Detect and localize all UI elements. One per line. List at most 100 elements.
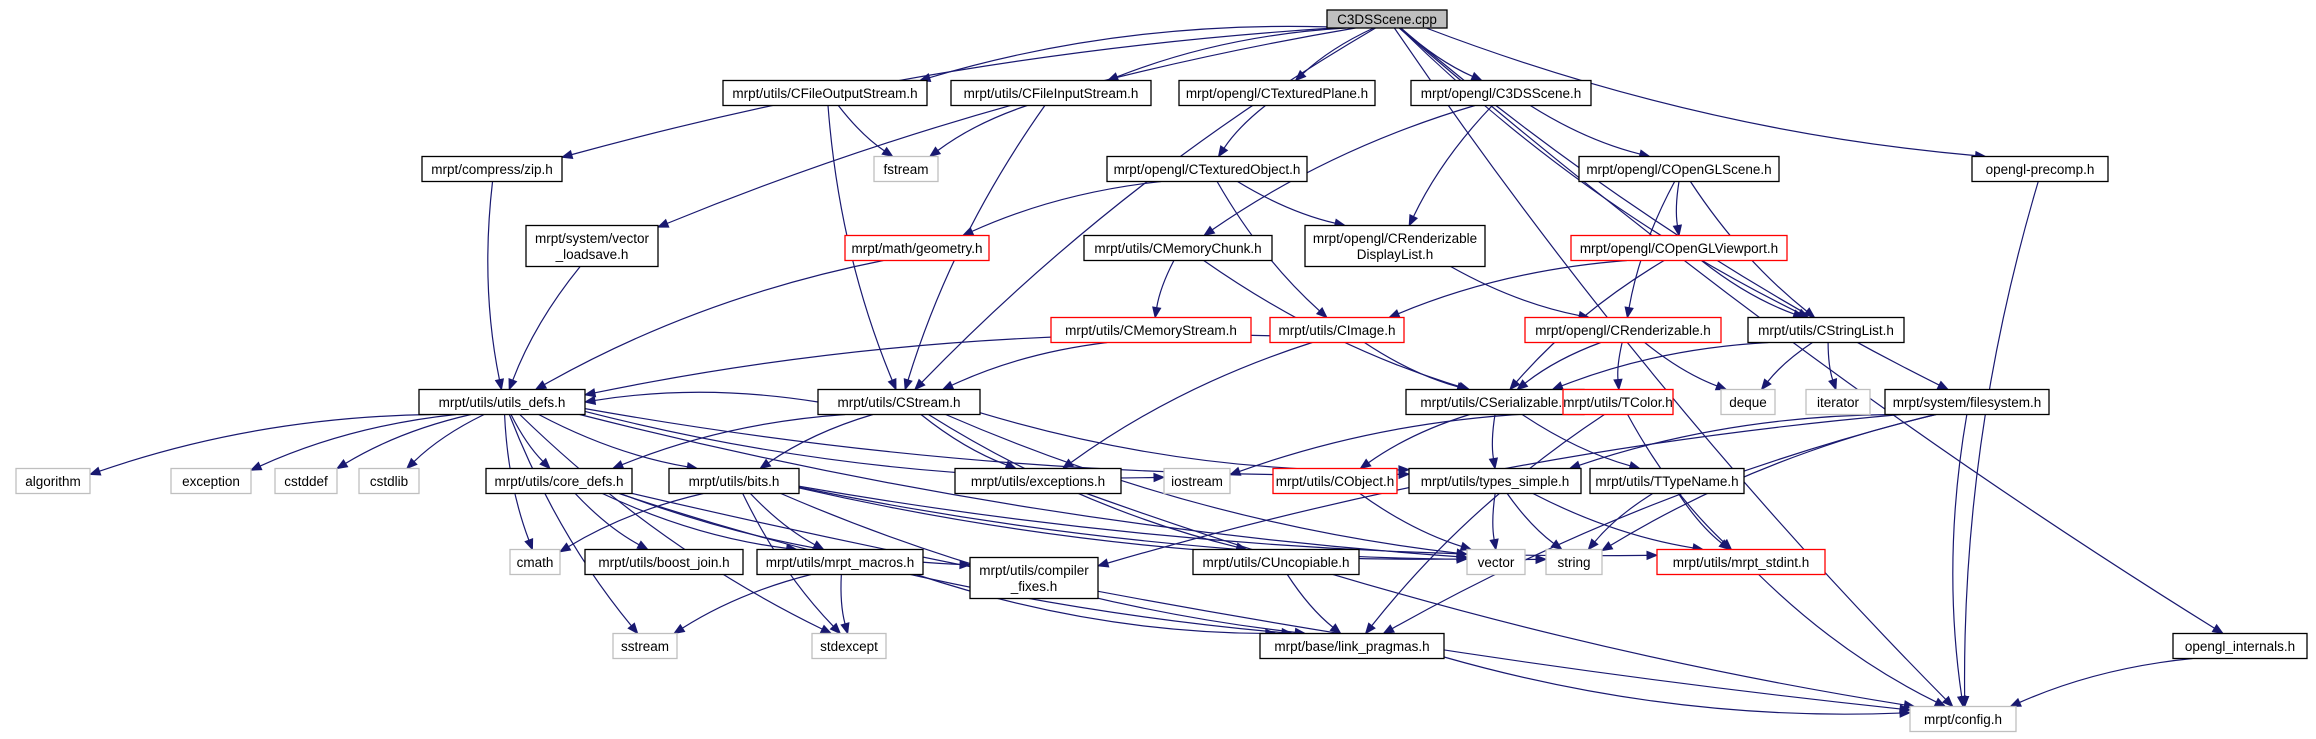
node-box xyxy=(722,79,928,107)
edge-vecload-to-utilsdefs xyxy=(508,266,581,391)
edge-root-to-cstream xyxy=(913,27,1376,391)
node-linkpragmas[interactable]: mrpt/base/link_pragmas.h xyxy=(1259,632,1445,660)
node-cviewport[interactable]: mrpt/opengl/COpenGLViewport.h xyxy=(1570,234,1788,262)
edge-cfos-to-fstream xyxy=(837,105,894,158)
node-coredefs[interactable]: mrpt/utils/core_defs.h xyxy=(485,467,633,495)
node-string: string xyxy=(1545,548,1603,576)
node-box xyxy=(421,155,563,183)
node-cfos[interactable]: mrpt/utils/CFileOutputStream.h xyxy=(722,79,928,107)
node-label: mrpt/utils/exceptions.h xyxy=(971,474,1105,489)
node-label: mrpt/opengl/COpenGLScene.h xyxy=(1586,162,1771,177)
node-typessimple[interactable]: mrpt/utils/types_simple.h xyxy=(1408,467,1582,495)
edge-root-to-config xyxy=(1393,27,1954,708)
node-utilsdefs[interactable]: mrpt/utils/utils_defs.h xyxy=(418,388,586,416)
node-cimage[interactable]: mrpt/utils/CImage.h xyxy=(1269,316,1405,344)
node-label: mrpt/utils/types_simple.h xyxy=(1421,474,1570,489)
node-box xyxy=(950,79,1152,107)
node-cstream[interactable]: mrpt/utils/CStream.h xyxy=(817,388,981,416)
node-filesystem[interactable]: mrpt/system/filesystem.h xyxy=(1884,388,2050,416)
node-boostjoin[interactable]: mrpt/utils/boost_join.h xyxy=(584,548,744,576)
node-copenglscene[interactable]: mrpt/opengl/COpenGLScene.h xyxy=(1578,155,1780,183)
node-label: mrpt/base/link_pragmas.h xyxy=(1274,639,1429,654)
edge-c3ds-to-crdl xyxy=(1408,105,1493,227)
edge-c3ds-to-copenglscene xyxy=(1529,104,1652,159)
edge-cstringlist-to-iterator xyxy=(1827,342,1838,391)
node-bits[interactable]: mrpt/utils/bits.h xyxy=(668,467,800,495)
edge-cstream-to-coredefs xyxy=(611,413,846,470)
node-cmemchunk[interactable]: mrpt/utils/CMemoryChunk.h xyxy=(1083,234,1273,262)
edge-mrptmacros-to-sstream xyxy=(672,573,812,635)
node-crenderizable[interactable]: mrpt/opengl/CRenderizable.h xyxy=(1524,316,1722,344)
node-box xyxy=(358,467,420,495)
node-box xyxy=(612,632,678,660)
node-label: string xyxy=(1557,555,1590,570)
node-ttypename[interactable]: mrpt/utils/TTypeName.h xyxy=(1589,467,1745,495)
edge-utilsdefs-to-stdexcept xyxy=(519,414,833,635)
node-label: sstream xyxy=(621,639,669,654)
node-label: fstream xyxy=(883,162,928,177)
edge-cmemstream-to-cstream xyxy=(941,341,1108,391)
node-box xyxy=(817,388,981,416)
node-label: cstddef xyxy=(284,474,328,489)
edge-root-to-cfos xyxy=(918,25,1328,83)
node-mrptstdint[interactable]: mrpt/utils/mrpt_stdint.h xyxy=(1656,548,1826,576)
node-box xyxy=(1269,316,1405,344)
node-iterator: iterator xyxy=(1805,388,1871,416)
node-c3ds[interactable]: mrpt/opengl/C3DSScene.h xyxy=(1410,79,1592,107)
node-cserializable[interactable]: mrpt/utils/CSerializable.h xyxy=(1405,388,1585,416)
node-label: opengl_internals.h xyxy=(2185,639,2295,654)
edge-ttypename-to-string xyxy=(1587,492,1653,551)
node-cmath: cmath xyxy=(509,548,561,576)
node-openglprecomp[interactable]: opengl-precomp.h xyxy=(1971,155,2109,183)
node-box xyxy=(1805,388,1871,416)
node-label: mrpt/opengl/CTexturedPlane.h xyxy=(1186,86,1368,101)
node-geometry[interactable]: mrpt/math/geometry.h xyxy=(844,234,990,262)
node-exceptions[interactable]: mrpt/utils/exceptions.h xyxy=(954,467,1122,495)
node-box xyxy=(418,388,586,416)
node-box xyxy=(1050,316,1252,344)
node-cfis[interactable]: mrpt/utils/CFileInputStream.h xyxy=(950,79,1152,107)
node-vecload[interactable]: mrpt/system/vector_loadsave.h xyxy=(525,224,659,268)
node-box xyxy=(1178,79,1376,107)
node-ctexobj[interactable]: mrpt/opengl/CTexturedObject.h xyxy=(1106,155,1308,183)
node-cobject[interactable]: mrpt/utils/CObject.h xyxy=(1272,467,1398,495)
node-label: vector xyxy=(1478,555,1515,570)
node-root[interactable]: C3DSScene.cpp xyxy=(1326,9,1448,29)
edge-coredefs-to-mrptmacros xyxy=(602,492,798,553)
node-label: mrpt/utils/CMemoryChunk.h xyxy=(1094,241,1261,256)
node-box xyxy=(1304,224,1486,268)
node-label: mrpt/utils/CImage.h xyxy=(1278,323,1395,338)
node-ctexplane[interactable]: mrpt/opengl/CTexturedPlane.h xyxy=(1178,79,1376,107)
edge-typessimple-to-vector xyxy=(1489,493,1499,551)
node-label: mrpt/opengl/C3DSScene.h xyxy=(1421,86,1582,101)
node-box xyxy=(1524,316,1722,344)
node-label: cmath xyxy=(517,555,554,570)
edges-layer xyxy=(88,25,2225,718)
edge-filesystem-to-linkpragmas xyxy=(1382,413,1936,635)
node-openglinternals[interactable]: opengl_internals.h xyxy=(2172,632,2308,660)
edge-cserializable-to-ttypename xyxy=(1521,414,1642,471)
node-cstddef: cstddef xyxy=(274,467,338,495)
node-box xyxy=(584,548,744,576)
node-label: mrpt/utils/compiler xyxy=(979,563,1089,578)
node-cstringlist[interactable]: mrpt/utils/CStringList.h xyxy=(1747,316,1905,344)
node-label: mrpt/opengl/COpenGLViewport.h xyxy=(1580,241,1778,256)
edge-coredefs-to-boostjoin xyxy=(574,493,649,551)
node-zip[interactable]: mrpt/compress/zip.h xyxy=(421,155,563,183)
node-config: mrpt/config.h xyxy=(1909,705,2017,733)
node-compilerfixes[interactable]: mrpt/utils/compiler_fixes.h xyxy=(969,556,1099,600)
node-box xyxy=(170,467,252,495)
node-cuncopiable[interactable]: mrpt/utils/CUncopiable.h xyxy=(1192,548,1360,576)
node-cmemstream[interactable]: mrpt/utils/CMemoryStream.h xyxy=(1050,316,1252,344)
node-mrptmacros[interactable]: mrpt/utils/mrpt_macros.h xyxy=(756,548,924,576)
node-box xyxy=(274,467,338,495)
node-box xyxy=(969,556,1099,600)
edge-ctexobj-to-crdl xyxy=(1237,180,1347,228)
node-box xyxy=(1466,548,1526,576)
node-algorithm: algorithm xyxy=(15,467,91,495)
node-label: mrpt/utils/core_defs.h xyxy=(494,474,623,489)
node-tcolor[interactable]: mrpt/utils/TColor.h xyxy=(1562,388,1674,416)
edge-tcolor-to-linkpragmas xyxy=(1364,413,1605,635)
